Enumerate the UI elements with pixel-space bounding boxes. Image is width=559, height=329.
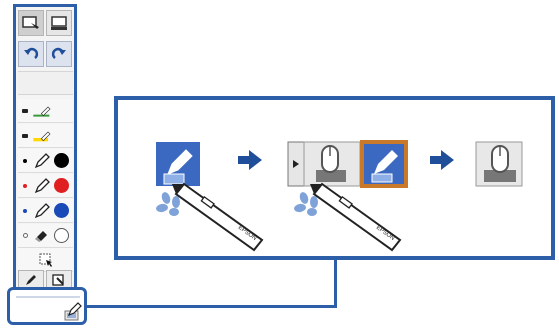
tool-row-highlighter-yellow[interactable]: [18, 124, 73, 148]
callout-connector-line-vertical: [334, 258, 337, 308]
tap-gesture-icon: [294, 192, 318, 216]
pen-mouse-toggle-icon: [64, 302, 82, 321]
pen-black-icon: [34, 152, 50, 168]
pc-tab[interactable]: [46, 10, 72, 36]
eraser-icon: [35, 230, 47, 242]
highlighter-yellow-icon: [33, 131, 51, 141]
toolbar-bottom-row: [18, 269, 73, 291]
pen-red-icon: [34, 177, 50, 193]
tool-row-select[interactable]: [18, 248, 73, 272]
mouse-mode-icon: [475, 141, 523, 187]
color-swatch-red: [53, 178, 69, 193]
tool-row-pen-blue[interactable]: [18, 199, 73, 223]
callout-divider: [16, 296, 80, 298]
whiteboard-tab[interactable]: [18, 10, 44, 36]
redo-button[interactable]: [46, 41, 72, 67]
arrow-right-icon: [430, 150, 454, 170]
pen-tool-icon: [26, 275, 36, 285]
undo-icon: [24, 47, 39, 59]
color-swatch-black: [53, 153, 69, 168]
interactive-pen-icon: EPSON: [310, 182, 402, 252]
toolbar-empty-area: [18, 71, 73, 95]
callout-connector-line: [87, 305, 336, 308]
interactive-pen-icon: EPSON: [172, 182, 264, 252]
redo-icon: [51, 47, 66, 59]
undo-redo-group: [18, 41, 73, 67]
line-width-icon: [22, 133, 28, 138]
arrow-right-icon: [238, 150, 262, 170]
tap-gesture-icon: [156, 192, 180, 216]
tool-row-eraser[interactable]: [18, 224, 73, 248]
pen-blue-icon: [34, 202, 50, 218]
pen-mode-icon: EPSON: [156, 142, 264, 252]
mode-switch-illustration: EPSON EPSON: [114, 96, 555, 260]
line-width-icon: [22, 108, 28, 113]
drawing-toolbar: [13, 4, 77, 294]
pen-tool-button[interactable]: [18, 270, 44, 290]
tool-row-highlighter-green[interactable]: [18, 99, 73, 123]
highlighter-green-icon: [33, 106, 51, 117]
pen-mouse-toggle-icon: [52, 274, 64, 286]
mouse-pen-switch-icon: EPSON: [287, 140, 408, 252]
whiteboard-tab-icon: [22, 16, 39, 29]
color-swatch-white: [53, 228, 69, 243]
color-swatch-blue: [53, 203, 69, 218]
undo-button[interactable]: [18, 41, 44, 67]
toolbar-zoom-callout: [7, 287, 87, 325]
pc-tab-icon: [51, 16, 67, 30]
tool-row-pen-black[interactable]: [18, 149, 73, 173]
select-icon: [39, 253, 52, 267]
toolbar-tabs: [18, 10, 73, 36]
tool-row-pen-red[interactable]: [18, 174, 73, 198]
